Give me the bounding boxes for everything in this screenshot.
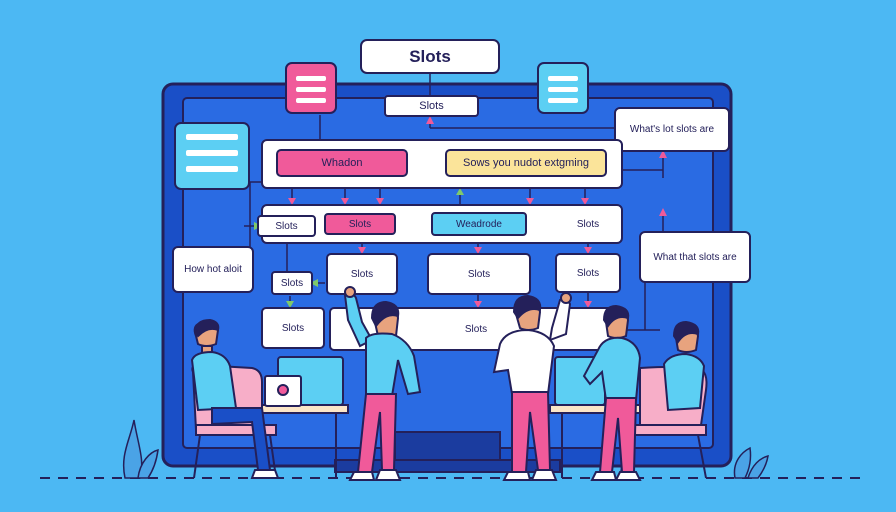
person-seated-right	[662, 320, 706, 412]
yellow-bar[interactable]	[445, 149, 607, 177]
menu-icon-cyan	[537, 62, 589, 114]
row1-pink-box[interactable]	[324, 213, 396, 235]
callout-left-box[interactable]	[172, 246, 254, 293]
pink-bar[interactable]	[276, 149, 408, 177]
person-standing-white	[492, 292, 572, 481]
arrow-heads	[254, 116, 667, 308]
callout-right-top-box[interactable]	[614, 107, 730, 152]
monitor-stand	[394, 431, 501, 463]
plant-right	[733, 446, 769, 479]
sub-title-box[interactable]	[384, 95, 479, 117]
row2-b-box[interactable]	[326, 253, 398, 295]
callout-right-mid-box[interactable]	[639, 231, 751, 283]
top-title-box[interactable]	[360, 39, 500, 74]
row2-c-box[interactable]	[427, 253, 531, 295]
list-icon-card	[174, 122, 250, 190]
row3-a-box[interactable]	[261, 307, 325, 349]
menu-icon-pink	[285, 62, 337, 114]
row2-a-box[interactable]	[271, 271, 313, 295]
laptop-left	[264, 356, 344, 407]
person-seated-left	[190, 318, 280, 479]
plant-left	[122, 419, 159, 479]
row2-d-box[interactable]	[555, 253, 621, 293]
row1-left-box[interactable]	[257, 215, 316, 237]
row1-blue-box[interactable]	[431, 212, 527, 236]
person-standing-blue	[343, 286, 422, 481]
person-standing-right	[582, 304, 642, 481]
